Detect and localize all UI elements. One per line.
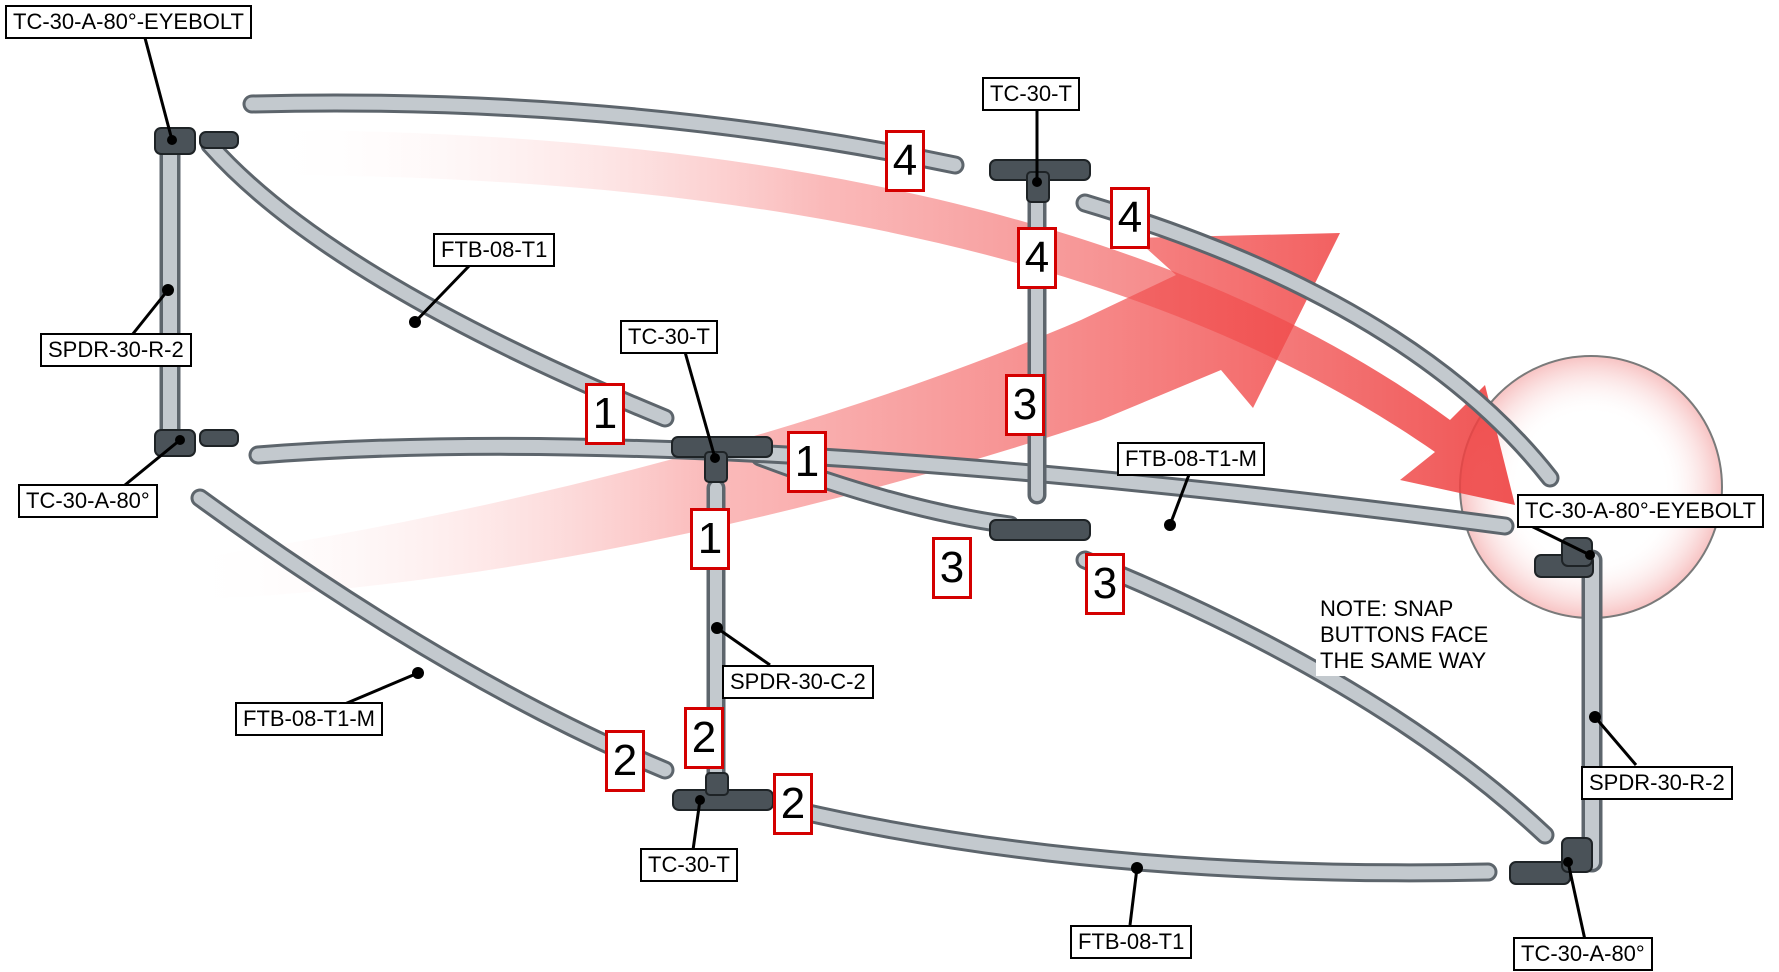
label-spdr-r-left: SPDR-30-R-2 <box>40 333 192 367</box>
step-2-bottom-rail: 2 <box>773 773 813 835</box>
label-tee-top: TC-30-T <box>982 77 1080 111</box>
label-ftb-m-mid: FTB-08-T1-M <box>1117 442 1265 476</box>
connector-tee-lower-right <box>989 519 1091 541</box>
step-1-upper-rail: 1 <box>585 383 625 445</box>
direction-arrow-right <box>260 130 1515 505</box>
step-3-post: 3 <box>1005 374 1045 436</box>
label-angle-left: TC-30-A-80° <box>18 484 158 518</box>
step-2-post: 2 <box>684 707 724 769</box>
label-ftb-bottom: FTB-08-T1 <box>1070 925 1193 959</box>
label-spdr-r-right: SPDR-30-R-2 <box>1581 766 1733 800</box>
label-ftb-upper: FTB-08-T1 <box>433 233 556 267</box>
label-eyebolt-top-left: TC-30-A-80°-EYEBOLT <box>5 5 252 39</box>
label-tee-mid: TC-30-T <box>620 320 718 354</box>
label-angle-right: TC-30-A-80° <box>1513 937 1653 971</box>
step-4-right-rail: 4 <box>1110 187 1150 249</box>
step-4-top-rail: 4 <box>885 130 925 192</box>
label-spdr-c: SPDR-30-C-2 <box>722 665 874 699</box>
snap-buttons-note: NOTE: SNAP BUTTONS FACE THE SAME WAY <box>1316 594 1493 676</box>
direction-arrow-left <box>181 233 1340 600</box>
step-1-mid-rail: 1 <box>787 431 827 493</box>
step-3-right-rail: 3 <box>1085 553 1125 615</box>
label-ftb-m-lower: FTB-08-T1-M <box>235 702 383 736</box>
step-1-post: 1 <box>690 508 730 570</box>
step-3-mid-rail: 3 <box>932 537 972 599</box>
label-eyebolt-right: TC-30-A-80°-EYEBOLT <box>1517 494 1764 528</box>
label-tee-bottom: TC-30-T <box>640 848 738 882</box>
step-2-lower-rail: 2 <box>605 730 645 792</box>
step-4-post: 4 <box>1017 227 1057 289</box>
